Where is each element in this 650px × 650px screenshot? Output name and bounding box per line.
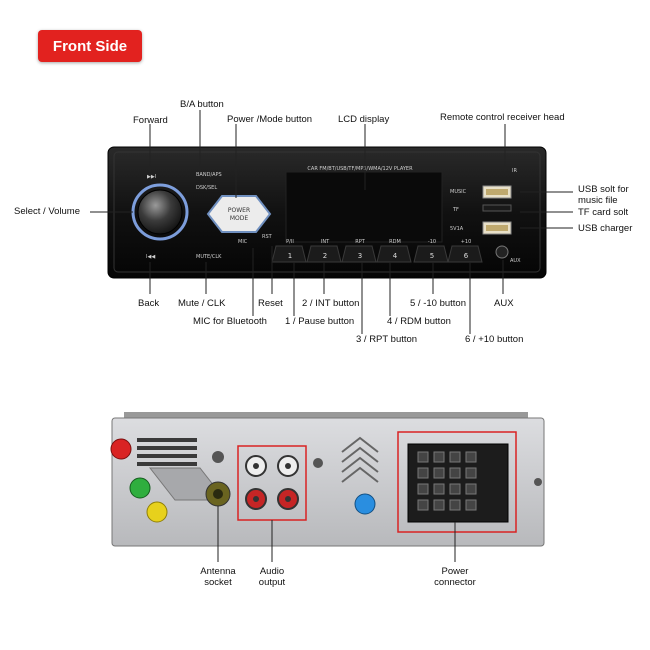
tf-text: TF xyxy=(452,207,459,213)
callout-plus10-button: 6 / +10 button xyxy=(465,334,524,345)
svg-text:MODE: MODE xyxy=(230,215,249,222)
callout-forward: Forward xyxy=(133,115,168,126)
callout-aux: AUX xyxy=(494,298,514,309)
callout-rpt-button: 3 / RPT button xyxy=(356,334,418,345)
iso-pin xyxy=(449,499,461,511)
callout-ba-button: B/A button xyxy=(180,99,224,110)
callout-int-button: 2 / INT button xyxy=(302,298,360,309)
5v-text: 5V1A xyxy=(450,226,464,232)
number-button-label: -10 xyxy=(428,239,436,245)
tf-card-slot xyxy=(482,204,512,212)
callout-mute-clk: Mute / CLK xyxy=(178,298,226,309)
music-text: MUSIC xyxy=(450,189,467,195)
callout-mic-bluetooth: MIC for Bluetooth xyxy=(193,316,267,327)
fuse-blue xyxy=(354,493,376,515)
select-volume-knob xyxy=(137,189,183,235)
power-connector-highlight xyxy=(397,431,517,533)
callout-power-connector: Power connector xyxy=(434,566,476,588)
number-button-3 xyxy=(341,245,377,263)
callout-tf-slot: TF card solt xyxy=(578,207,629,218)
callout-rdm-button: 4 / RDM button xyxy=(387,316,451,327)
iso-pin xyxy=(465,467,477,479)
iso-pin xyxy=(417,467,429,479)
callout-usb-charger: USB charger xyxy=(578,223,633,234)
fuse-red xyxy=(110,438,132,460)
number-button-digit: 4 xyxy=(393,252,398,260)
callout-usb-music: USB solt for music file xyxy=(578,184,629,206)
dsk-text: DSK/SEL xyxy=(196,185,217,191)
screw-hole xyxy=(212,451,224,463)
number-buttons: P/II 1 INT 2 RPT 3 RDM 4 -10 5 +10 6 xyxy=(271,239,483,263)
chevron-vents xyxy=(341,436,379,483)
back-leader-lines xyxy=(217,506,456,562)
number-button-digit: 6 xyxy=(464,252,469,260)
screw-hole xyxy=(534,478,542,486)
callout-reset: Reset xyxy=(258,298,283,309)
chassis-top-edge xyxy=(124,412,528,420)
number-button-label: +10 xyxy=(461,239,472,245)
lcd-display xyxy=(285,171,443,243)
mic-text: MIC xyxy=(238,239,248,245)
callout-pause-button: 1 / Pause button xyxy=(285,316,355,327)
iso-pin xyxy=(449,467,461,479)
iso-pin xyxy=(465,451,477,463)
number-button-digit: 3 xyxy=(358,252,362,260)
number-button-1 xyxy=(271,245,307,263)
iso-pin xyxy=(449,451,461,463)
number-button-label: RPT xyxy=(355,239,365,245)
number-button-label: RDM xyxy=(389,239,401,245)
iso-pin xyxy=(433,467,445,479)
forward-glyph: ▶▶I xyxy=(147,174,156,180)
callout-remote-receiver: Remote control receiver head xyxy=(440,112,565,123)
fuse-green xyxy=(129,477,151,499)
fuse-yellow xyxy=(146,501,168,523)
mute-clk-text: MUTE/CLK xyxy=(196,254,222,260)
iso-pin xyxy=(465,499,477,511)
aux-jack xyxy=(495,245,509,259)
callout-minus10-button: 5 / -10 button xyxy=(410,298,466,309)
callout-lcd-display: LCD display xyxy=(338,114,390,125)
vent-slots xyxy=(137,438,197,466)
callout-select-volume: Select / Volume xyxy=(14,206,81,217)
callout-audio-output: Audio output xyxy=(258,566,286,588)
number-button-2 xyxy=(306,245,342,263)
callout-power-mode: Power /Mode button xyxy=(227,114,313,125)
svg-text:AUX: AUX xyxy=(510,258,521,264)
iso-pin xyxy=(433,483,445,495)
front-side-badge: Front Side xyxy=(38,30,142,62)
callout-antenna: Antenna socket xyxy=(200,566,236,588)
power-mode-button xyxy=(206,195,272,233)
iso-pin xyxy=(465,483,477,495)
number-button-digit: 2 xyxy=(323,252,327,260)
number-button-label: P/II xyxy=(286,239,294,245)
front-leader-lines xyxy=(90,110,573,334)
band-aps-text: BAND/APS xyxy=(196,172,222,178)
iso-pin xyxy=(433,451,445,463)
iso-pin xyxy=(417,499,429,511)
iso-pin xyxy=(417,483,429,495)
number-button-label: INT xyxy=(321,239,330,245)
feature-strip-text: CAR FM/BT/USB/TF/MP3/WMA/12V PLAYER xyxy=(307,166,413,172)
svg-text:POWER: POWER xyxy=(228,207,250,214)
iso-pins xyxy=(417,451,477,511)
number-button-digit: 5 xyxy=(430,252,434,260)
iso-pin xyxy=(433,499,445,511)
iso-pin xyxy=(417,451,429,463)
iso-pin xyxy=(449,483,461,495)
number-button-4 xyxy=(376,245,412,263)
rst-text: RST xyxy=(262,234,273,240)
number-button-digit: 1 xyxy=(288,252,292,260)
back-glyph: I◀◀ xyxy=(146,254,155,260)
screw-hole xyxy=(313,458,323,468)
number-button-6 xyxy=(447,245,483,263)
ir-text: IR xyxy=(512,168,517,174)
callout-back: Back xyxy=(138,298,160,309)
